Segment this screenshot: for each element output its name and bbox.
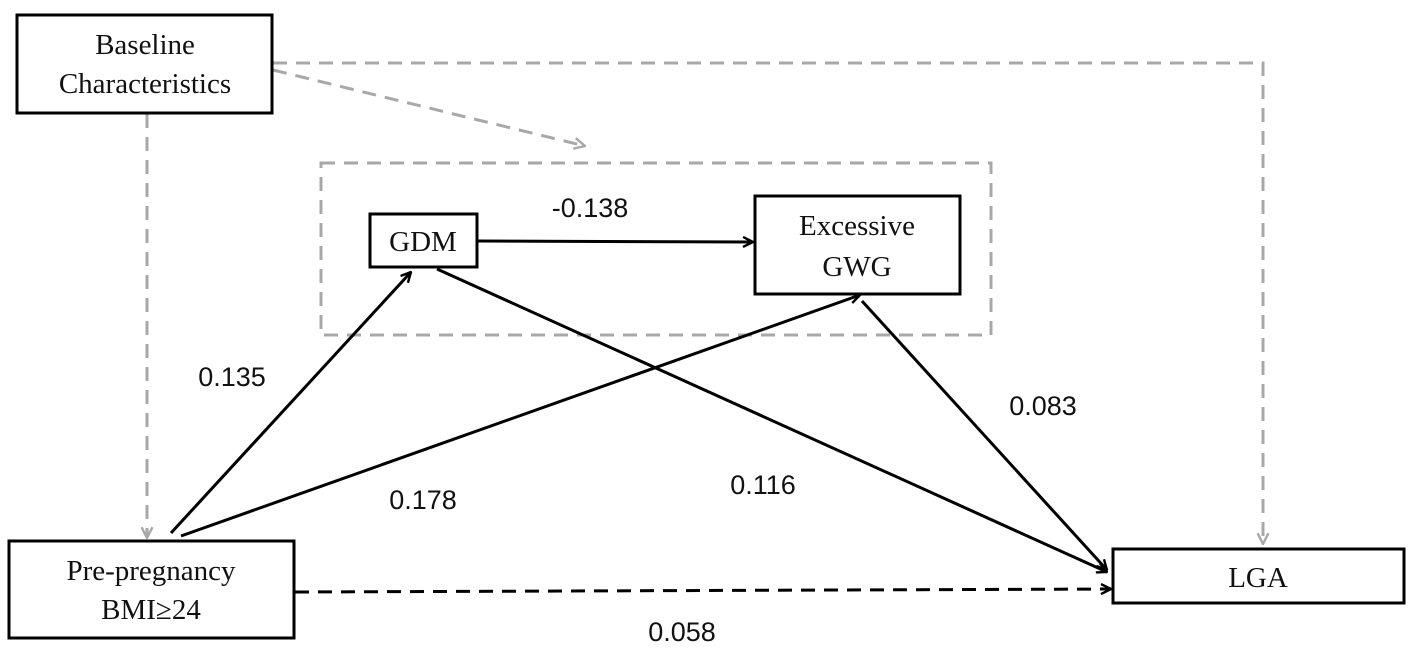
coef-bmi-gwg: 0.178 bbox=[389, 485, 457, 515]
node-lga: LGA bbox=[1111, 547, 1406, 605]
coef-gdm-gwg: -0.138 bbox=[552, 193, 629, 223]
node-pre-pregnancy-bmi: Pre-pregnancy BMI≥24 bbox=[7, 539, 296, 640]
edge-bmi-to-gwg bbox=[180, 295, 860, 538]
lga-label: LGA bbox=[1228, 562, 1288, 594]
edge-gdm-to-gwg bbox=[477, 241, 753, 242]
bmi-line1: Pre-pregnancy bbox=[66, 555, 236, 587]
edge-bmi-to-gdm bbox=[169, 272, 411, 535]
coef-gdm-lga: 0.116 bbox=[730, 470, 796, 500]
gwg-line1: Excessive bbox=[799, 210, 915, 242]
bmi-line2: BMI≥24 bbox=[101, 594, 201, 626]
edge-baseline-to-mediators bbox=[272, 68, 585, 146]
baseline-line1: Baseline bbox=[95, 29, 195, 61]
coef-gwg-lga: 0.083 bbox=[1009, 391, 1077, 421]
baseline-line2: Characteristics bbox=[59, 68, 231, 100]
mediator-group-box bbox=[319, 161, 993, 337]
coef-bmi-lga: 0.058 bbox=[648, 617, 716, 647]
coef-bmi-gdm: 0.135 bbox=[198, 362, 266, 392]
node-gdm: GDM bbox=[368, 212, 479, 269]
node-baseline-characteristics: Baseline Characteristics bbox=[15, 13, 274, 115]
edge-bmi-to-lga bbox=[294, 589, 1111, 592]
gdm-label: GDM bbox=[389, 226, 457, 258]
gwg-line2: GWG bbox=[822, 251, 891, 283]
node-excessive-gwg: Excessive GWG bbox=[753, 194, 962, 296]
edge-gwg-to-lga bbox=[860, 299, 1107, 570]
edge-baseline-to-lga bbox=[273, 61, 1263, 544]
edge-gdm-to-lga bbox=[436, 267, 1107, 572]
